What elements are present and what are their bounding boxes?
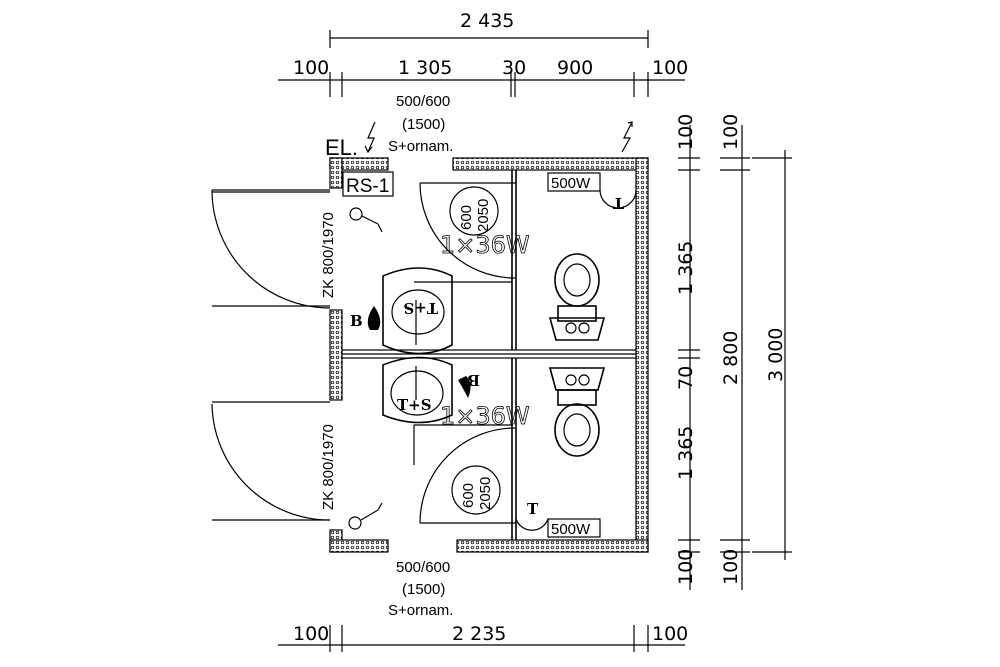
dim-top-total: 2 435 bbox=[460, 10, 514, 32]
rs-label: RS-1 bbox=[346, 176, 389, 197]
boiler-top: B bbox=[350, 306, 381, 330]
dim-mid-top: 100 bbox=[720, 114, 742, 150]
inner-door-top-h: 2050 bbox=[475, 199, 492, 232]
exterior-door-bottom bbox=[211, 401, 331, 521]
window-top-line1: 500/600 bbox=[396, 93, 450, 110]
dim-top-part-2: 1 305 bbox=[398, 57, 452, 79]
dim-right-2: 1 365 bbox=[675, 241, 697, 295]
svg-text:T+S: T+S bbox=[403, 299, 438, 317]
inner-door-tag-bottom bbox=[451, 465, 501, 515]
switch-top-icon bbox=[349, 207, 383, 233]
dim-bottom-part-1: 100 bbox=[293, 623, 329, 645]
inner-door-bottom-w: 600 bbox=[460, 483, 477, 508]
dim-top-part-3: 30 bbox=[502, 57, 526, 79]
dim-right-5: 100 bbox=[675, 549, 697, 585]
sink-bottom: T+S bbox=[382, 356, 453, 424]
switch-bottom-icon bbox=[348, 502, 383, 530]
t-symbol-bottom: T bbox=[515, 500, 549, 531]
toilet-bottom bbox=[548, 367, 606, 457]
window-top-line2: (1500) bbox=[402, 116, 445, 133]
svg-text:B: B bbox=[467, 371, 480, 389]
inner-door-bottom-h: 2050 bbox=[477, 477, 494, 510]
right-dimension-group: 100 1 365 70 1 365 100 100 2 800 100 3 0… bbox=[675, 114, 792, 590]
light-top-label: 1×36W bbox=[440, 231, 530, 259]
dim-right-3: 70 bbox=[675, 366, 697, 390]
t-symbol-top: T bbox=[599, 189, 637, 212]
svg-text:T+S: T+S bbox=[397, 396, 432, 414]
heater-bottom bbox=[547, 518, 601, 538]
dim-top-part-1: 100 bbox=[293, 57, 329, 79]
electric-arrow-icon bbox=[364, 121, 376, 154]
window-bottom-line3: S+ornam. bbox=[388, 602, 453, 619]
electric-arrow-icon-right bbox=[621, 121, 633, 153]
door-bottom-label: ZK 800/1970 bbox=[320, 424, 337, 510]
toilet-top bbox=[548, 253, 606, 341]
door-top-label: ZK 800/1970 bbox=[320, 212, 337, 298]
dim-mid-total: 2 800 bbox=[720, 331, 742, 385]
dim-bottom-part-2: 100 bbox=[652, 623, 688, 645]
exterior-door-top bbox=[211, 189, 331, 309]
inner-door-tag-top bbox=[449, 186, 499, 236]
dim-right-4: 1 365 bbox=[675, 426, 697, 480]
svg-text:B: B bbox=[350, 312, 363, 330]
dim-right-1: 100 bbox=[675, 114, 697, 150]
interior-door-top bbox=[419, 182, 516, 279]
sink-top: T+S bbox=[382, 267, 453, 355]
svg-text:T: T bbox=[612, 194, 624, 212]
svg-text:T: T bbox=[527, 500, 539, 518]
dim-mid-bottom: 100 bbox=[720, 549, 742, 585]
window-bottom-line2: (1500) bbox=[402, 581, 445, 598]
interior-door-bottom bbox=[419, 427, 516, 524]
bottom-dimension-group: 100 2 235 100 bbox=[278, 623, 688, 652]
heater-top bbox=[547, 172, 601, 192]
walls bbox=[329, 157, 649, 553]
heater-bottom-label: 500W bbox=[551, 521, 591, 538]
rs-box bbox=[342, 171, 394, 197]
window-bottom-line1: 500/600 bbox=[396, 559, 450, 576]
top-dimension-group: 2 435 100 1 305 30 900 100 bbox=[278, 10, 688, 97]
boiler-bottom: B bbox=[458, 371, 480, 398]
dim-bottom-total: 2 235 bbox=[452, 623, 506, 645]
dim-top-part-4: 900 bbox=[557, 57, 593, 79]
inner-door-top-w: 600 bbox=[458, 205, 475, 230]
electric-label: EL. bbox=[325, 135, 358, 160]
window-top-line3: S+ornam. bbox=[388, 138, 453, 155]
heater-top-label: 500W bbox=[551, 175, 591, 192]
light-bottom-label: 1×36W bbox=[440, 402, 530, 430]
dim-outer-total: 3 000 bbox=[765, 328, 787, 382]
dim-top-part-5: 100 bbox=[652, 57, 688, 79]
